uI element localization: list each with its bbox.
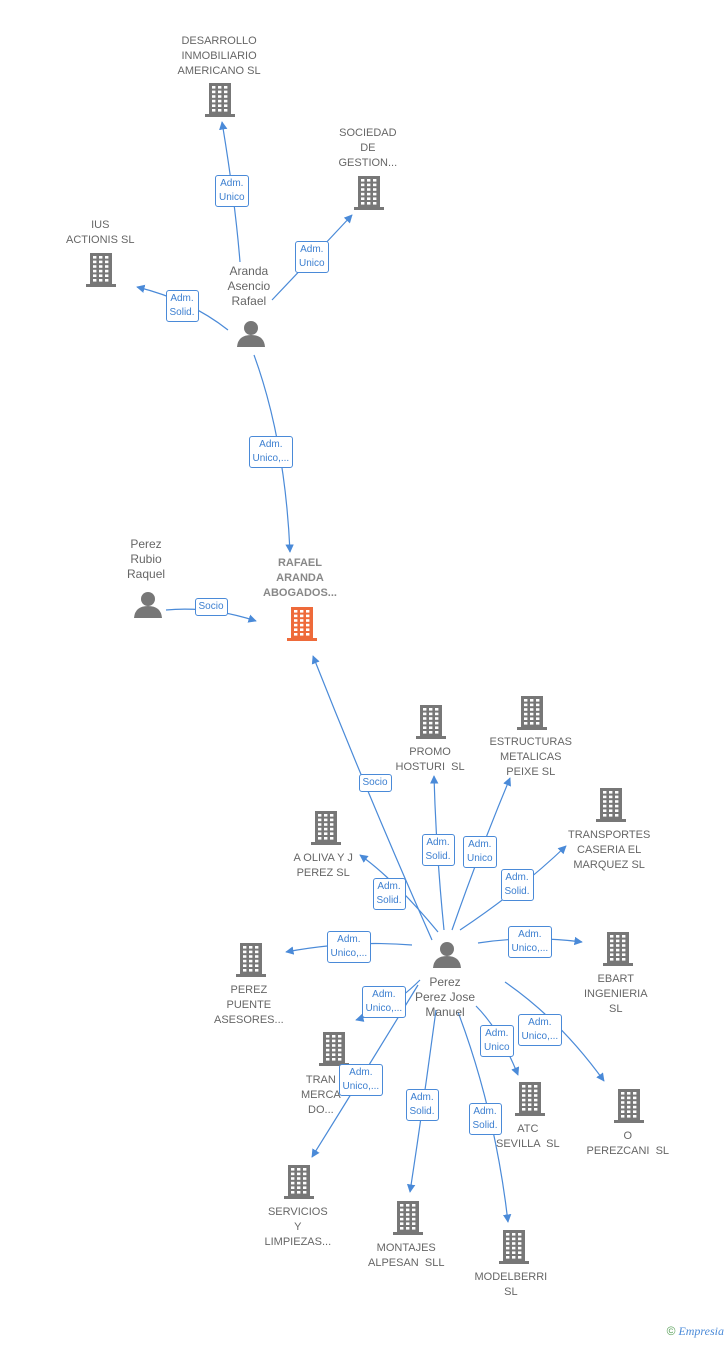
node-label-perez_jose[interactable]: Perez Perez Jose Manuel [415,975,476,1019]
building-icon[interactable] [311,811,341,845]
node-label-desarrollo[interactable]: DESARROLLO INMOBILIARIO AMERICANO SL [177,35,261,77]
edge-label-perez_jose-to-perezcani[interactable]: Adm. Unico,... [517,1014,563,1046]
person-icon[interactable] [237,321,265,347]
edge-label-perez_jose-to-aoliva[interactable]: Adm. Solid. [372,878,406,910]
edge-label-perez_jose-to-tran[interactable]: Adm. Unico,... [361,986,407,1018]
building-icon[interactable] [603,932,633,966]
edge-label-perez_jose-to-perez_puente[interactable]: Adm. Unico,... [326,931,372,963]
edge-label-perez_rubio-to-rafael[interactable]: Socio [194,598,228,616]
building-icon[interactable] [499,1230,529,1264]
edge-label-perez_jose-to-servicios[interactable]: Adm. Unico,... [338,1064,384,1096]
node-label-estructuras[interactable]: ESTRUCTURAS METALICAS PEIXE SL [489,736,573,778]
node-label-aoliva[interactable]: A OLIVA Y J PEREZ SL [293,852,353,879]
building-icon[interactable] [515,1082,545,1116]
brand-logo[interactable]: Empresia [678,1324,724,1338]
node-label-aranda[interactable]: Aranda Asencio Rafael [227,264,271,308]
node-label-promo[interactable]: PROMO HOSTURI SL [395,746,465,773]
node-label-perez_puente[interactable]: PEREZ PUENTE ASESORES... [214,984,284,1026]
edge-label-perez_jose-to-atc[interactable]: Adm. Unico [480,1025,514,1057]
edge-perez_jose-to-rafael [311,655,433,941]
edge-label-perez_jose-to-modelberri[interactable]: Adm. Solid. [468,1103,502,1135]
node-label-atc[interactable]: ATC SEVILLA SL [496,1123,560,1150]
person-icon[interactable] [433,942,461,968]
edge-label-aranda-to-sociedad[interactable]: Adm. Unico [295,241,329,273]
edge-label-aranda-to-rafael[interactable]: Adm. Unico,... [248,436,294,468]
node-label-ius[interactable]: IUS ACTIONIS SL [66,219,135,246]
node-label-transportes[interactable]: TRANSPORTES CASERIA EL MARQUEZ SL [568,829,651,871]
node-label-perez_rubio[interactable]: Perez Rubio Raquel [127,537,166,581]
building-icon[interactable] [284,1165,314,1199]
node-label-tran[interactable]: TRAN MERCA DO... [301,1074,341,1116]
edge-label-perez_jose-to-montajes[interactable]: Adm. Solid. [405,1089,439,1121]
building-icon[interactable] [393,1201,423,1235]
building-icon[interactable] [86,253,116,287]
building-icon[interactable] [354,176,384,210]
edge-label-perez_jose-to-transportes[interactable]: Adm. Solid. [500,869,534,901]
building-icon[interactable] [205,83,235,117]
brand-footer: © Empresia [667,1324,724,1339]
building-icon[interactable] [614,1089,644,1123]
edge-label-aranda-to-ius[interactable]: Adm. Solid. [165,290,199,322]
copyright-icon: © [666,1324,676,1338]
edge-label-perez_jose-to-promo[interactable]: Adm. Solid. [421,834,455,866]
building-icon[interactable] [517,696,547,730]
building-icon[interactable] [236,943,266,977]
node-label-montajes[interactable]: MONTAJES ALPESAN SLL [368,1242,445,1269]
building-icon[interactable] [319,1032,349,1066]
person-icon[interactable] [134,592,162,618]
building-icon[interactable] [416,705,446,739]
node-label-perezcani[interactable]: O PEREZCANI SL [586,1130,670,1157]
building-icon[interactable] [287,607,317,641]
building-icon[interactable] [596,788,626,822]
edge-label-perez_jose-to-ebart[interactable]: Adm. Unico,... [507,926,553,958]
node-label-modelberri[interactable]: MODELBERRI SL [474,1271,548,1298]
edge-label-aranda-to-desarrollo[interactable]: Adm. Unico [215,175,249,207]
node-label-sociedad[interactable]: SOCIEDAD DE GESTION... [338,127,398,169]
node-label-ebart[interactable]: EBART INGENIERIA SL [584,973,648,1015]
edge-label-perez_jose-to-estructuras[interactable]: Adm. Unico [463,836,497,868]
edge-label-perez_jose-to-rafael[interactable]: Socio [358,774,392,792]
node-label-servicios[interactable]: SERVICIOS Y LIMPIEZAS... [264,1206,332,1248]
node-label-rafael[interactable]: RAFAEL ARANDA ABOGADOS... [263,557,337,599]
